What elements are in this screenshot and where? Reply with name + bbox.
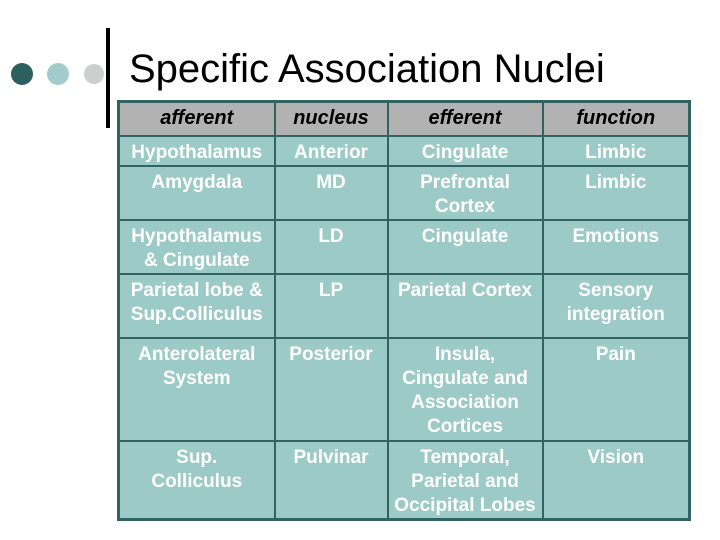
cell-afferent: Amygdala [117, 164, 276, 221]
bullet-dot-dark-icon [11, 63, 33, 85]
cell-efferent: Parietal Cortex [386, 272, 544, 339]
cell-afferent: Hypothalamus [117, 134, 276, 167]
cell-efferent: Cingulate [386, 134, 544, 167]
column-header-efferent: efferent [386, 100, 544, 137]
cell-afferent: Anterolateral System [117, 336, 276, 442]
bullet-dot-gray-icon [83, 64, 104, 84]
cell-nucleus: Anterior [273, 134, 389, 167]
cell-nucleus: Pulvinar [273, 439, 389, 520]
cell-function: Sensory integration [541, 272, 691, 339]
table-row: Amygdala MD Prefrontal Cortex Limbic [117, 164, 691, 221]
decorative-bullets [11, 63, 114, 85]
cell-afferent: Parietal lobe & Sup.Colliculus [117, 272, 276, 339]
cell-nucleus: LP [273, 272, 389, 339]
cell-efferent: Insula, Cingulate and Association Cortic… [386, 336, 544, 442]
table-row: Hypothalamus & Cingulate LD Cingulate Em… [117, 218, 691, 275]
table-row: Parietal lobe & Sup.Colliculus LP Pariet… [117, 272, 691, 339]
table-row: Hypothalamus Anterior Cingulate Limbic [117, 134, 691, 167]
cell-function: Pain [541, 336, 691, 442]
cell-function: Limbic [541, 134, 691, 167]
cell-function: Emotions [541, 218, 691, 275]
cell-efferent: Temporal, Parietal and Occipital Lobes [386, 439, 544, 520]
nuclei-table: afferent nucleus efferent function Hypot… [117, 100, 691, 521]
cell-nucleus: Posterior [273, 336, 389, 442]
cell-nucleus: MD [273, 164, 389, 221]
slide-title: Specific Association Nuclei [129, 47, 605, 91]
table-row: Sup. Colliculus Pulvinar Temporal, Parie… [117, 439, 691, 520]
column-header-afferent: afferent [117, 100, 276, 137]
cell-efferent: Cingulate [386, 218, 544, 275]
column-header-nucleus: nucleus [273, 100, 389, 137]
cell-function: Limbic [541, 164, 691, 221]
title-divider-line [106, 28, 110, 128]
cell-afferent: Hypothalamus & Cingulate [117, 218, 276, 275]
column-header-function: function [541, 100, 691, 137]
table-header-row: afferent nucleus efferent function [117, 100, 691, 137]
cell-function: Vision [541, 439, 691, 520]
bullet-dot-teal-icon [47, 63, 70, 85]
cell-nucleus: LD [273, 218, 389, 275]
cell-efferent: Prefrontal Cortex [386, 164, 544, 221]
cell-afferent: Sup. Colliculus [117, 439, 276, 520]
table-row: Anterolateral System Posterior Insula, C… [117, 336, 691, 442]
